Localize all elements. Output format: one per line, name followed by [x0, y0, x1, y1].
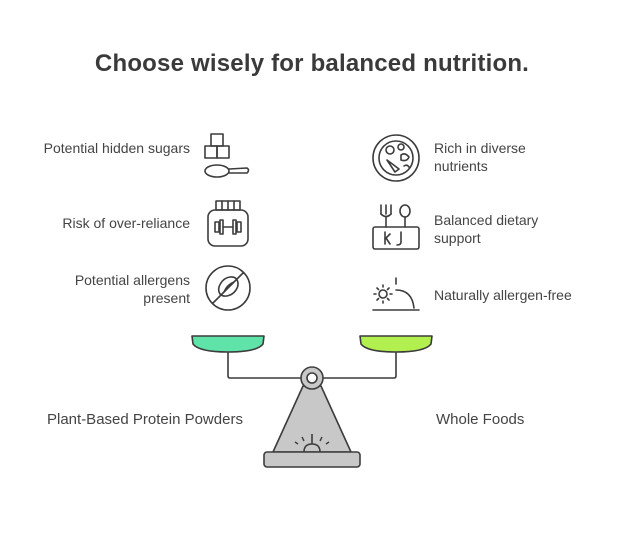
no-allergen-icon	[204, 264, 252, 312]
sugar-cubes-spoon-icon	[201, 130, 255, 184]
label-over-reliance: Risk of over-reliance	[62, 215, 190, 231]
label-hidden-sugars: Potential hidden sugars	[43, 140, 190, 156]
diagram-title: Choose wisely for balanced nutrition.	[94, 50, 530, 77]
balance-scale	[185, 330, 439, 475]
protein-jar-icon	[205, 199, 251, 249]
right-option-label: Whole Foods	[436, 411, 525, 428]
left-option-label: Plant-Based Protein Powders	[47, 411, 243, 428]
fork-spoon-kj-icon	[371, 201, 421, 253]
sunrise-icon	[371, 276, 421, 316]
plate-of-foods-icon	[371, 133, 421, 183]
left-pan	[191, 335, 265, 353]
label-allergens-present: Potential allergens present	[74, 272, 190, 306]
right-pan	[359, 335, 433, 353]
label-diverse-nutrients: Rich in diverse nutrients	[434, 140, 526, 174]
label-allergen-free: Naturally allergen-free	[434, 287, 572, 303]
label-balanced-support: Balanced dietary support	[434, 212, 539, 246]
